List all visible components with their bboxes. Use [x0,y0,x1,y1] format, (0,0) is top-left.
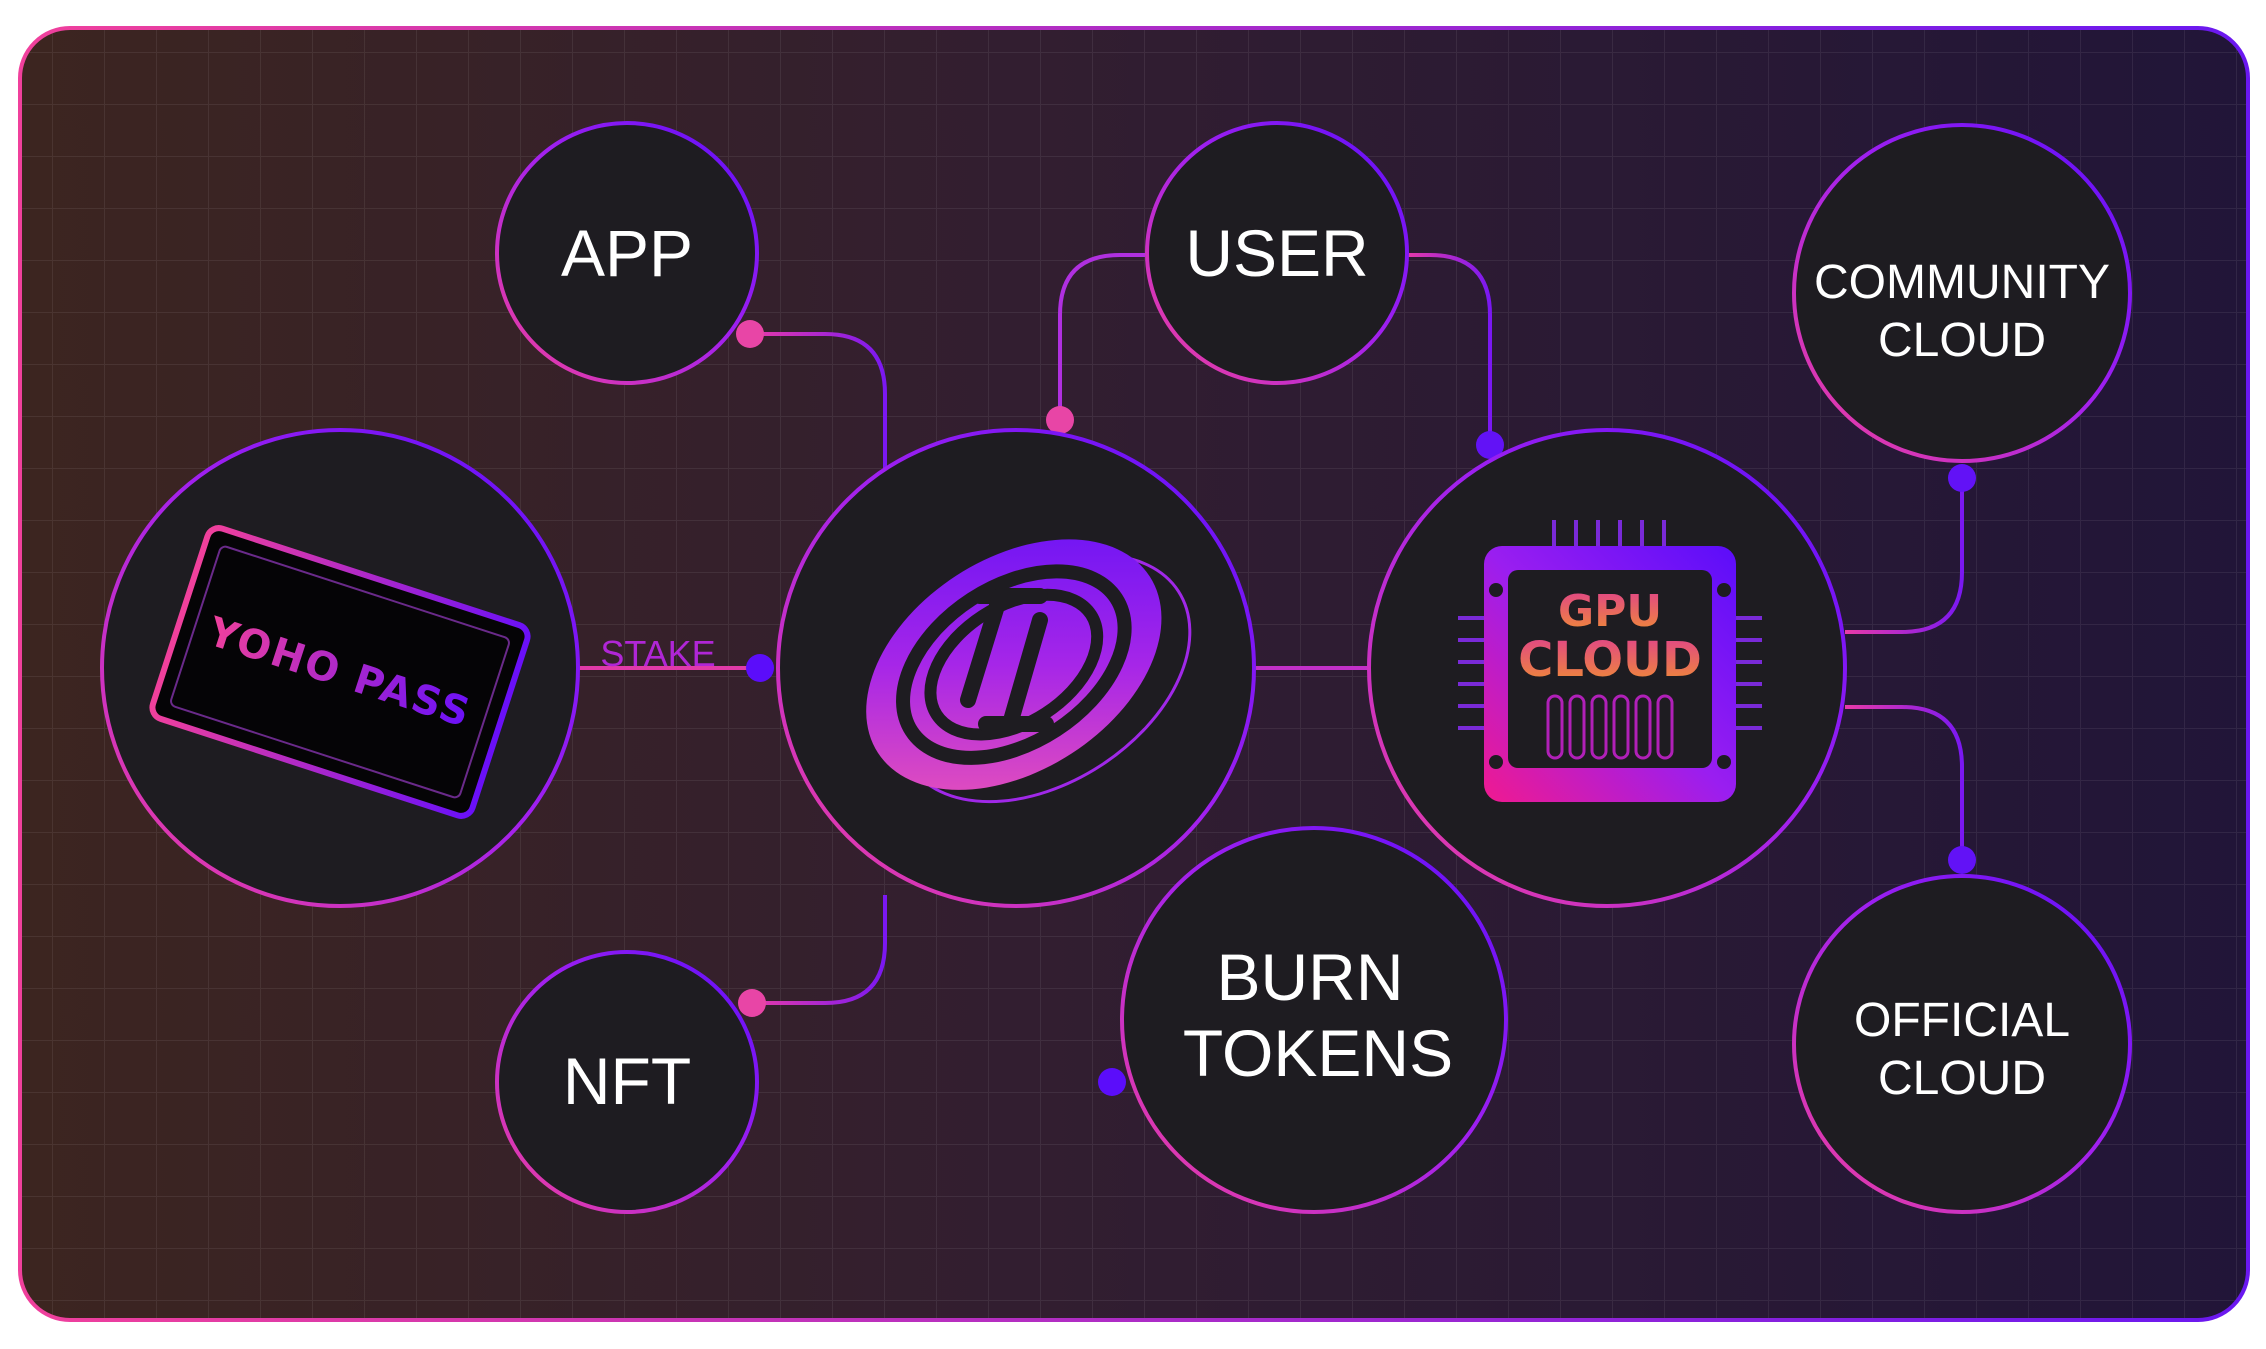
connector-user-gpu [1405,253,1492,445]
dot-burn [1098,1068,1126,1096]
connector-nft-center [750,895,887,1005]
node-burn-tokens-line1: BURN [1216,940,1403,1014]
gpu-chip-text-line1: GPU [1558,586,1662,637]
connector-app-center [750,332,887,470]
node-community-cloud-line1: COMMUNITY [1814,256,2110,309]
dot-app [736,320,764,348]
stake-label: STAKE [600,633,715,674]
yoho-pass-card-icon: YOHO PASS [149,525,531,819]
node-app-label: APP [561,216,693,290]
node-app[interactable]: APP [495,121,759,385]
token-coin-icon [866,539,1192,804]
connector-gpu-community [1845,478,1964,634]
dot-official [1948,846,1976,874]
dot-stake [746,654,774,682]
connector-gpu-official [1845,705,1964,858]
node-user[interactable]: USER [1145,121,1409,385]
gpu-chip-text-line2: CLOUD [1518,632,1702,688]
dot-nft [738,989,766,1017]
node-official-cloud-line1: OFFICIAL [1854,994,2070,1047]
node-nft[interactable]: NFT [495,950,759,1214]
connector-dots [736,320,1976,1096]
node-community-cloud-line2: CLOUD [1878,314,2046,367]
node-burn-tokens[interactable]: BURN TOKENS [1120,826,1508,1214]
connectors [577,253,1964,1084]
node-nft-label: NFT [563,1044,691,1118]
node-official-cloud[interactable]: OFFICIAL CLOUD [1792,874,2132,1214]
node-official-cloud-line2: CLOUD [1878,1052,2046,1105]
dot-user-gpu [1476,431,1504,459]
node-user-label: USER [1185,216,1368,290]
node-burn-tokens-line2: TOKENS [1183,1016,1453,1090]
gpu-chip-icon: GPU CLOUD [1458,520,1762,802]
dot-community [1948,464,1976,492]
node-center-token[interactable] [776,428,1256,908]
connector-user-center [1058,253,1145,420]
node-gpu-cloud[interactable]: GPU CLOUD [1367,428,1847,908]
dot-user-center [1046,406,1074,434]
node-community-cloud[interactable]: COMMUNITY CLOUD [1792,123,2132,463]
token-logo-mark [960,588,1054,732]
node-yoho-pass[interactable]: YOHO PASS [100,428,580,908]
